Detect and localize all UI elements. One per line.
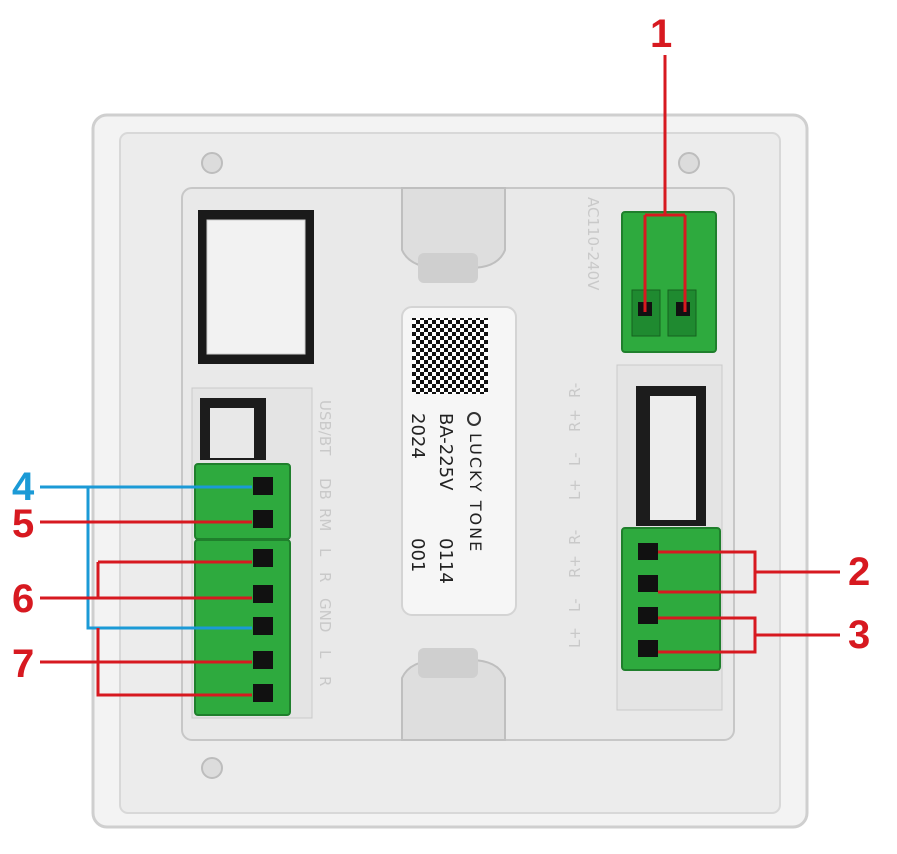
- clip-slot: [418, 648, 478, 678]
- callout-2: 2: [848, 550, 870, 594]
- screw-port-icon[interactable]: [253, 617, 273, 635]
- callout-5: 5: [12, 502, 34, 546]
- emb-rm: RM: [316, 508, 334, 531]
- emb-gnd: GND: [316, 598, 334, 632]
- callout-6: 6: [12, 577, 34, 621]
- emb-rl8: R-: [566, 383, 584, 398]
- emb-rl7: R+: [566, 409, 584, 432]
- label-batch: 001: [407, 538, 428, 572]
- screw-hole-icon: [678, 152, 700, 174]
- emb-r2: R: [316, 676, 334, 686]
- emb-rl1: L+: [566, 627, 584, 648]
- terminal-right-speaker[interactable]: [621, 527, 721, 671]
- screw-port-icon[interactable]: [638, 607, 658, 624]
- screw-port-icon[interactable]: [676, 302, 690, 316]
- emb-rl4: R-: [566, 530, 584, 545]
- right-cover: [650, 396, 696, 520]
- screw-hole-icon: [201, 152, 223, 174]
- emb-rl2: L-: [566, 598, 584, 612]
- terminal-power[interactable]: [621, 211, 717, 353]
- callout-7: 7: [12, 642, 34, 686]
- label-model: BA-225V: [435, 413, 456, 491]
- callout-1: 1: [650, 12, 672, 56]
- callout-lines: [40, 55, 840, 697]
- qr-code-icon: [412, 318, 488, 394]
- screw-port-icon[interactable]: [253, 651, 273, 669]
- label-code: 0114: [435, 538, 456, 584]
- callout-3: 3: [848, 613, 870, 657]
- screw-port-icon[interactable]: [638, 640, 658, 657]
- emb-rl6: L-: [566, 452, 584, 466]
- emb-r: R: [316, 572, 334, 582]
- emb-rl3: R+: [566, 555, 584, 578]
- emb-l2: L: [316, 650, 334, 659]
- screw-port-icon[interactable]: [253, 477, 273, 495]
- power-marking: AC110-240V: [584, 197, 602, 291]
- emb-usb-bt: USB/BT: [316, 400, 334, 456]
- screw-port-icon[interactable]: [253, 585, 273, 603]
- screw-port-icon[interactable]: [638, 543, 658, 560]
- emb-db: DB: [316, 478, 334, 500]
- product-label: LUCKY TONE BA-225V 0114 2024 001: [401, 306, 517, 616]
- screw-port-icon[interactable]: [253, 684, 273, 702]
- screw-port-icon[interactable]: [253, 549, 273, 567]
- label-brand: LUCKY TONE: [466, 433, 485, 553]
- callout-4: 4: [12, 465, 35, 509]
- brand-logo-icon: [467, 412, 481, 426]
- screw-port-icon[interactable]: [638, 575, 658, 592]
- emb-rl5: L+: [566, 479, 584, 500]
- emb-l: L: [316, 548, 334, 557]
- clip-slot: [418, 253, 478, 283]
- usb-cover: [206, 219, 306, 355]
- screw-hole-icon: [201, 757, 223, 779]
- label-year: 2024: [407, 413, 428, 459]
- screw-port-icon[interactable]: [253, 510, 273, 528]
- embossed-text: AC110-240V USB/BT DB RM L R GND L R L+ L…: [316, 197, 602, 686]
- bt-cover: [210, 408, 254, 458]
- terminal-left-upper[interactable]: [194, 463, 291, 540]
- callout-numbers: 1 2 3 4 5 6 7: [12, 12, 870, 686]
